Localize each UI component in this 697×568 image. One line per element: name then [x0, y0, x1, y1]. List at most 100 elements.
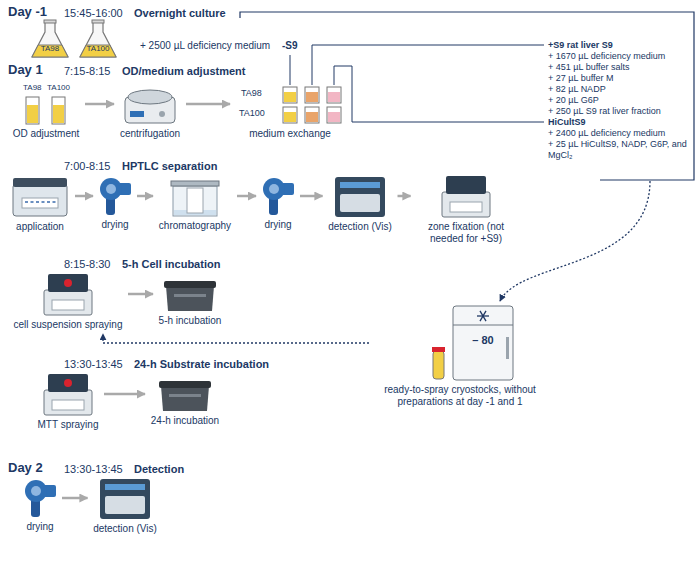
day-heading: Day 1: [8, 63, 43, 78]
fixation-step: zone fixation (not needed for +S9): [414, 174, 519, 247]
icon-text: – 80: [454, 334, 512, 346]
step-caption: 5-h incubation: [158, 315, 222, 327]
icon-part: [305, 107, 319, 123]
step-caption: drying: [264, 219, 293, 231]
icon-part: [269, 184, 279, 194]
ingredient-item: + 20 µL G6P: [548, 95, 688, 106]
icon-part: [442, 192, 490, 217]
strain-label: TA98: [241, 89, 262, 99]
step-title: 5-h Cell incubation: [122, 258, 220, 271]
icon-part: [283, 107, 297, 123]
leader-line: [334, 66, 544, 122]
icon-part: [283, 87, 297, 103]
icon-part: [48, 274, 88, 292]
step-icon: [157, 376, 213, 412]
icon-part: [13, 184, 67, 216]
strain-label: TA100: [239, 109, 265, 119]
day-heading: Day -1: [8, 5, 47, 20]
step-icon: [23, 478, 57, 518]
icon-part: [42, 201, 45, 203]
icon-part: [173, 186, 217, 216]
icon-part: [263, 178, 285, 200]
icon-part: [128, 90, 172, 104]
icon-part: [52, 300, 84, 310]
icon-part: [453, 325, 513, 326]
time-slot: 7:00-8:15: [64, 160, 110, 173]
icon-part: [48, 374, 88, 392]
icon-part: [328, 92, 340, 102]
icon-part: [166, 286, 214, 311]
strain-label: TA100: [47, 84, 70, 93]
step-chevron: [186, 103, 230, 106]
ingredient-item: + 82 µL NADP: [548, 84, 688, 95]
icon-part: [130, 111, 144, 117]
icon-part: [64, 379, 72, 387]
step-chevron: [237, 195, 256, 198]
incubation-step: 5-h incubation: [156, 276, 224, 329]
icon-part: [53, 105, 64, 123]
icon-part: [31, 486, 41, 496]
icon-part: [164, 281, 216, 288]
step-icon: [261, 176, 295, 216]
step-caption: medium exchange: [249, 128, 332, 140]
icon-part: [25, 201, 28, 203]
icon-part: [432, 347, 445, 352]
day-heading: Day 2: [8, 461, 43, 476]
icon-part: [284, 112, 296, 122]
icon-part: [171, 181, 219, 186]
icon-text: TA100: [78, 45, 118, 54]
drying-step: drying: [96, 176, 134, 233]
icon-part: [105, 496, 145, 514]
incubation-step: 24-h incubation: [148, 376, 222, 429]
icon-part: [305, 87, 319, 103]
icon-part: [506, 337, 509, 359]
icon-part: [174, 294, 206, 297]
culture-flask: TA100: [78, 20, 118, 58]
drying-step: drying: [259, 176, 297, 233]
icon-part: [22, 198, 58, 208]
ingredient-item: + 250 µL S9 rat liver fraction: [548, 106, 688, 117]
step-chevron: [128, 293, 153, 296]
chromatography-step: chromatography: [156, 175, 234, 234]
step-icon: [98, 476, 152, 520]
step-title: Detection: [134, 463, 184, 476]
icon-part: [450, 202, 482, 212]
icon-part: [26, 97, 39, 124]
step-title: OD/medium adjustment: [122, 65, 245, 78]
step-caption: application: [16, 221, 65, 233]
spraying-step: cell suspension spraying: [11, 272, 125, 333]
step-icon: [405, 305, 515, 381]
time-slot: 13:30-13:45: [64, 463, 123, 476]
step-caption: chromatography: [158, 220, 232, 232]
icon-part: [306, 112, 318, 122]
icon-part: [327, 87, 341, 103]
condition-label: -S9: [282, 40, 298, 52]
step-caption: ready-to-spray cryostocks, without prepa…: [372, 384, 548, 408]
step-icon: [10, 174, 70, 218]
icon-part: [53, 201, 56, 203]
icon-part: [13, 178, 67, 187]
icon-part: [335, 177, 385, 217]
step-chevron: [300, 195, 323, 198]
ingredient-item: + 451 µL buffer salts: [548, 62, 688, 73]
time-slot: 13:30-13:45: [64, 358, 123, 371]
icon-part: [340, 194, 380, 212]
prep-bracket: [240, 12, 694, 180]
ingredient-item: + 2400 µL deficiency medium: [548, 128, 688, 139]
icon-part: [31, 201, 34, 203]
step-chevron: [75, 195, 93, 198]
step-icon: [333, 174, 387, 218]
icon-part: [169, 394, 201, 397]
icon-part: [187, 188, 203, 213]
step-caption: centrifugation: [119, 128, 181, 140]
time-slot: 8:15-8:30: [64, 258, 110, 271]
icon-part: [52, 97, 65, 124]
step-chevron: [137, 195, 153, 198]
cryostock-arrow: [500, 181, 650, 301]
strain-label: TA98: [23, 84, 42, 93]
time-slot: 7:15-8:15: [64, 65, 110, 78]
icon-part: [340, 182, 380, 188]
icon-part: [453, 306, 513, 380]
step-chevron: [85, 103, 114, 106]
